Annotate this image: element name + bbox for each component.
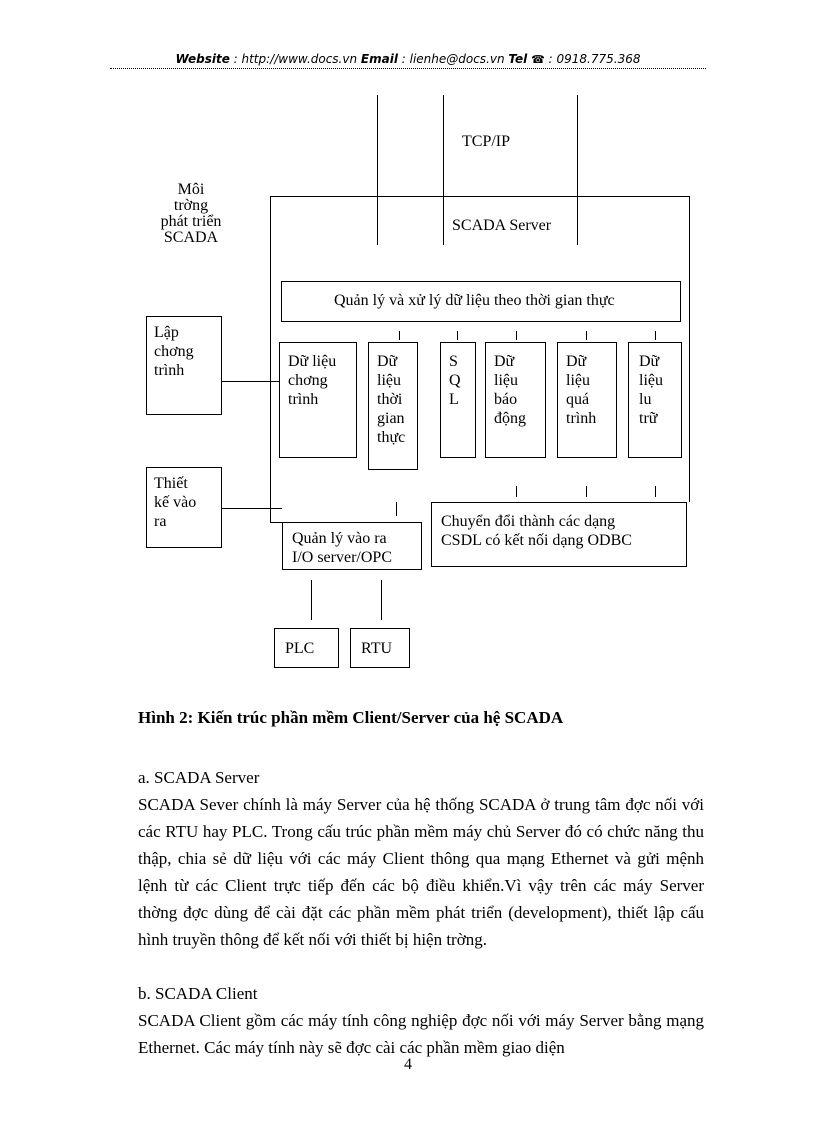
section-a-paragraph: SCADA Sever chính là máy Server của hệ t… [138,795,704,949]
io-manager-label: Quản lý vào ra I/O server/OPC [292,530,392,566]
tick [655,486,656,497]
odbc-label: Chuyển đổi thành các dạng CSDL có kết nố… [441,513,632,549]
server-right-border [689,196,690,502]
email-label: Email [360,52,398,66]
sql-label: S Q L [449,353,461,408]
section-b-paragraph: SCADA Client gồm các máy tính công nghiệ… [138,1011,704,1057]
server-bottom-left [270,522,282,523]
realtime-data-label: Dữ liệu thời gian thực [377,353,406,446]
website-value: : http://www.docs.vn [229,52,361,66]
plc-label: PLC [285,640,315,657]
programming-box: Lập chơng trình [146,316,222,415]
phone-icon: ☎ [531,53,545,66]
realtime-processing-box: Quản lý và xử lý dữ liệu theo thời gian … [281,281,681,322]
email-value: : lienhe@docs.vn [397,52,509,66]
rtu-connector [381,580,382,620]
page-number: 4 [404,1056,412,1073]
program-data-label: Dữ liệu chơng trình [288,353,337,408]
realtime-processing-label: Quản lý và xử lý dữ liệu theo thời gian … [334,292,615,309]
tick [586,486,587,497]
tcpip-label: TCP/IP [462,133,511,150]
process-data-box: Dữ liệu quá trình [557,342,617,458]
programming-connector [222,381,279,382]
tcp-line-left [377,95,378,245]
io-manager-box: Quản lý vào ra I/O server/OPC [282,522,422,570]
realtime-data-box: Dữ liệu thời gian thực [368,342,418,470]
tcp-line-right [577,95,578,245]
io-design-label: Thiết kế vào ra [154,475,197,530]
storage-data-box: Dữ liệu lu trữ [628,342,682,458]
tick [399,331,400,340]
dev-env-label: Môi trờng phát triển SCADA [160,181,222,246]
tick [396,502,397,516]
section-b-heading: b. SCADA Client [138,984,258,1003]
header-rule [110,68,706,69]
storage-data-label: Dữ liệu lu trữ [639,353,663,427]
plc-box: PLC [274,628,339,668]
rtu-box: RTU [350,628,410,668]
io-design-box: Thiết kế vào ra [146,467,222,548]
rtu-label: RTU [361,640,393,657]
tel-label: Tel [508,52,528,66]
programming-label: Lập chơng trình [154,324,194,379]
tick [457,331,458,340]
sql-box: S Q L [440,342,476,458]
scada-server-label: SCADA Server [452,217,552,234]
tel-value: : 0918.775.368 [544,52,641,66]
tick [516,486,517,497]
odbc-box: Chuyển đổi thành các dạng CSDL có kết nố… [431,502,687,567]
website-label: Website [175,52,230,66]
io-design-connector [222,508,282,509]
tick [516,331,517,340]
program-data-box: Dữ liệu chơng trình [279,342,357,458]
plc-connector [311,580,312,620]
server-top-border [270,196,690,197]
tick [586,331,587,340]
alarm-data-label: Dữ liệu báo động [494,353,526,427]
section-a-heading: a. SCADA Server [138,768,260,787]
tcp-line-middle [443,95,444,245]
process-data-label: Dữ liệu quá trình [566,353,597,427]
figure-caption: Hình 2: Kiến trúc phần mềm Client/Server… [138,708,564,727]
page-header: Website : http://www.docs.vn Email : lie… [0,52,816,66]
tick [655,331,656,340]
server-left-border [270,196,271,522]
alarm-data-box: Dữ liệu báo động [485,342,546,458]
